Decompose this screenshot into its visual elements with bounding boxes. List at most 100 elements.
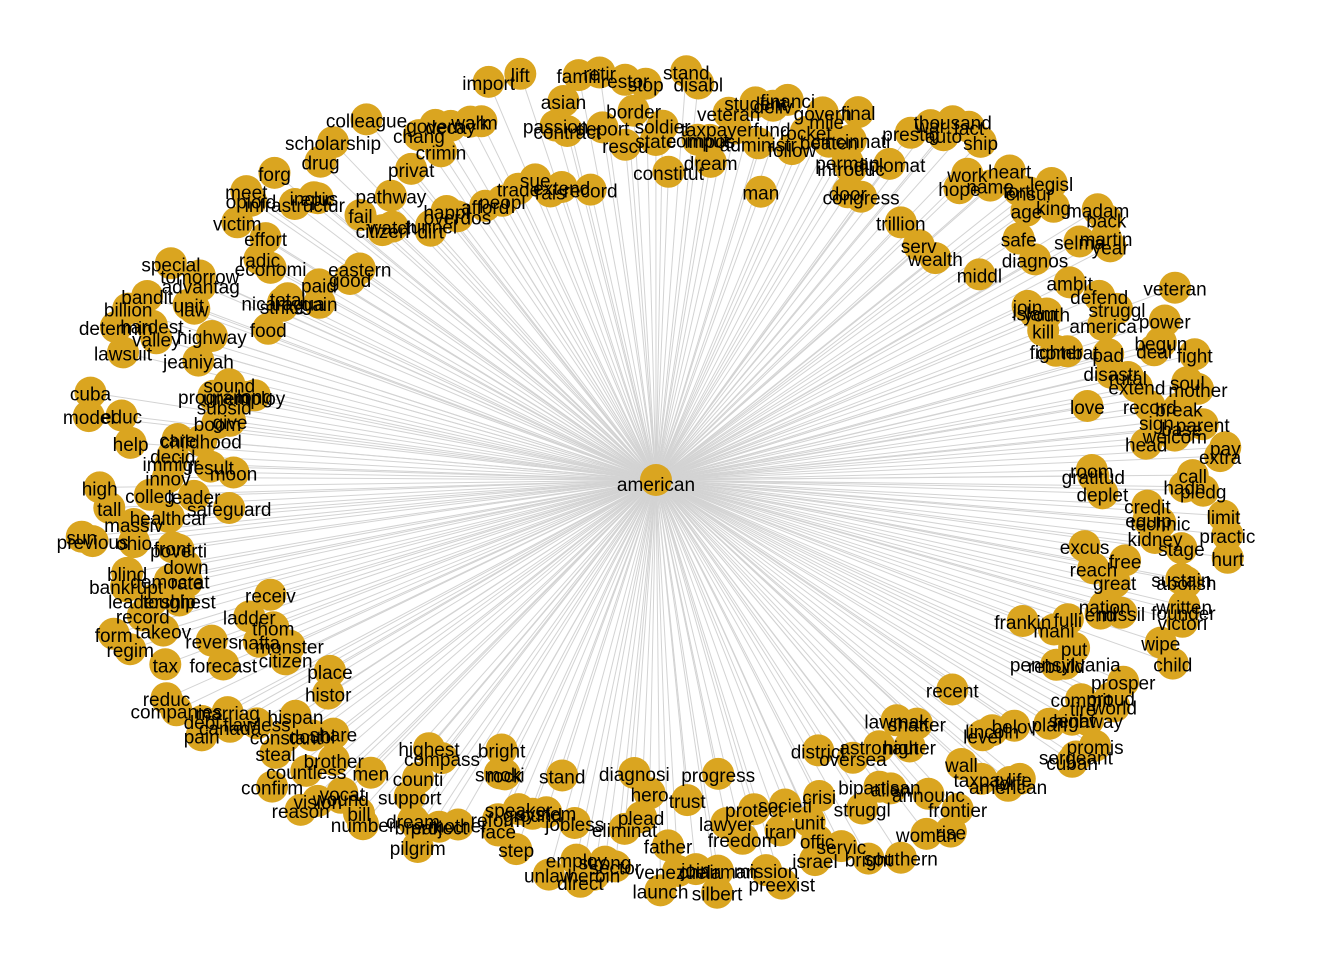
edge [593,479,657,875]
word-node-label: world [1091,698,1137,719]
word-node [802,734,835,767]
word-node-label: free [1109,552,1142,573]
edge [655,111,859,481]
word-node-label: middl [957,266,1002,287]
word-node-label: rebuild [1028,657,1085,678]
word-node [301,182,334,215]
edge [198,360,657,481]
edge [655,120,828,481]
word-node-label: forecast [190,657,258,678]
word-node-label: front [154,539,193,560]
word-node-label: state [635,132,676,153]
word-node-label: doubl [289,727,336,748]
word-node-label: prosper [1091,674,1156,695]
edge [655,479,1161,524]
edge [392,226,657,481]
word-node [702,757,735,790]
edge [430,225,657,481]
word-node [131,280,164,312]
word-node-label: impos [684,132,735,153]
edge [268,328,657,481]
edge [497,479,657,820]
edge [563,100,657,481]
word-node-label: canada [199,719,262,740]
edge [655,238,1019,481]
edge [655,479,1224,517]
word-node-label: radic [239,251,280,272]
word-node-label: dirt [417,223,444,244]
edge [211,479,657,642]
edge [655,479,1075,649]
word-node-label: societi [758,797,812,818]
word-node [919,242,952,275]
edge [633,479,657,774]
word-node-label: sound [203,376,255,397]
edge [575,479,657,860]
word-node [682,67,715,100]
word-node-label: soul [1170,374,1205,395]
edge [655,141,830,481]
edge [655,479,719,871]
word-node [710,807,743,840]
word-node-label: democrat [130,572,210,593]
word-node [835,152,867,185]
word-node [873,147,906,180]
word-node [354,756,387,789]
word-node-label: plan [1031,716,1067,737]
word-node-label: reason [272,802,330,823]
word-node-label: speaker [485,801,553,822]
word-node-label: servic [817,838,867,859]
word-node [742,127,775,160]
edge [549,191,657,481]
word-node-label: room [1070,462,1113,483]
word-node-label: abolish [1156,574,1216,595]
edge [518,479,657,810]
word-node-label: promis [1067,738,1124,759]
edge [126,479,657,587]
word-node-label: meet [225,183,268,204]
word-node-label: pledg [1180,483,1227,504]
word-node [884,841,917,874]
word-node-label: head [1125,436,1167,457]
word-node-label: serv [901,237,937,258]
word-node-label: defend [1070,288,1128,309]
word-node [1010,194,1043,227]
word-node-label: peopl [479,193,526,214]
word-node [1040,648,1073,681]
edge [590,189,657,481]
word-node [845,180,878,213]
word-node-label: technic [1130,515,1190,536]
word-node-label: rise [935,824,966,845]
edge [488,81,657,481]
word-node [402,762,434,794]
word-node [150,682,183,715]
word-node [1138,334,1171,367]
word-node-label: number [331,816,396,837]
word-node-label: youth [1024,306,1070,327]
word-node-label: love [1070,398,1105,419]
word-node-label: shatter [888,716,947,737]
edge [655,170,1011,481]
word-node-label: combat [1036,343,1099,364]
word-node [317,126,349,159]
word-node-label: american [969,778,1047,799]
word-node-label: life [1008,771,1032,792]
edge [655,479,1124,683]
word-node [546,759,579,792]
edge [655,112,824,481]
word-node [1006,605,1039,637]
word-node-label: wall [944,756,978,777]
word-node-label: determin [79,319,153,340]
edge [655,479,1115,583]
edge [417,479,657,827]
word-node-label: join [1012,298,1043,319]
word-node-label: decay [425,118,476,139]
word-node [156,531,189,564]
word-node-label: border [606,103,662,124]
word-node [249,222,282,255]
edge [655,241,1080,481]
word-node-label: lawsuit [94,344,153,365]
word-node [532,858,565,891]
word-node-label: end [1085,606,1117,627]
word-node-label: rural [1109,369,1147,390]
